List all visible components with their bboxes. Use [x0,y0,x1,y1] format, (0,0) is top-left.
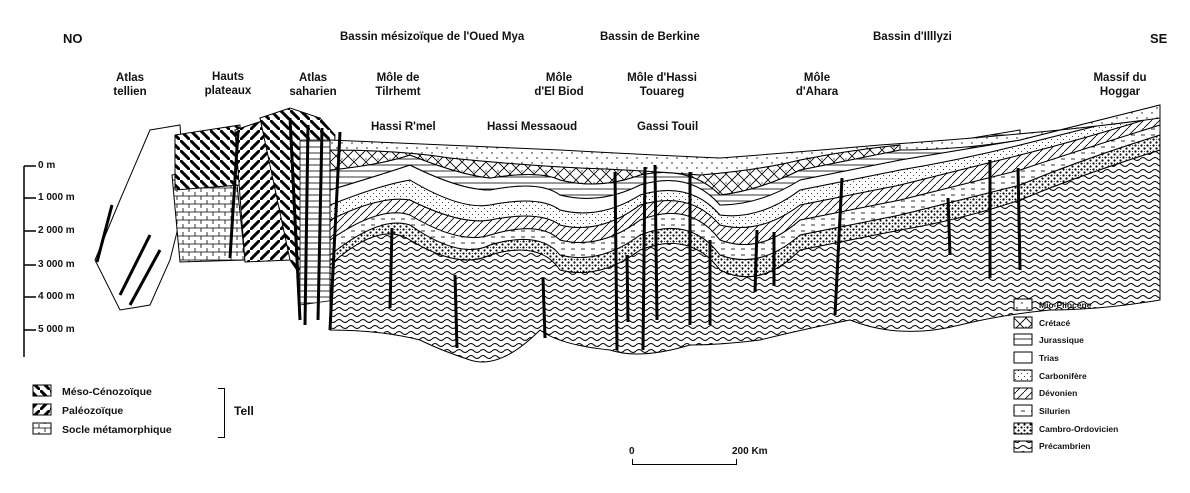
basin-label-berkine: Bassin de Berkine [600,31,700,43]
tell-bracket [218,388,225,438]
legend-label-devonien: Dévonien [1039,388,1078,399]
scale-label-start: 0 [629,446,635,457]
faults [95,117,1022,351]
field-label-gassi-touil: Gassi Touil [637,121,699,133]
corner-label-no: NO [63,31,83,46]
region-label-mole-tilrhemt: Môle de Tilrhemt [375,72,421,98]
basin-label-illizi: Bassin d'Illlyzi [873,31,952,43]
scale-label-end: 200 Km [732,446,768,457]
scale-bar-line [632,464,736,465]
tell-zone [94,107,336,311]
region-label-mole-el-biod: Môle d'El Biod [534,72,584,98]
basin-label-oued-mya: Bassin mésizoïque de l'Oued Mya [340,31,525,43]
depth-axis [23,165,36,357]
field-label-hassi-messaoud: Hassi Messaoud [487,121,578,133]
region-label-atlas-saharien: Atlas saharien [289,72,337,98]
legend-label-trias: Trias [1039,352,1059,363]
depth-label-0: 0 m [38,160,56,171]
depth-label-1000: 1 000 m [38,192,75,203]
tell-legend: Méso-Cénozoïque Paléozoïque Socle métamo… [32,382,172,439]
depth-label-5000: 5 000 m [38,324,75,335]
legend-label-cambro-ordovicien: Cambro-Ordovicien [1039,423,1119,434]
corner-label-se: SE [1150,31,1168,46]
region-label-atlas-tellien: Atlas tellien [113,72,147,98]
region-label-massif-hoggar: Massif du Hoggar [1093,72,1147,98]
strata [329,104,1161,363]
region-label-mole-ahara: Môle d'Ahara [795,72,839,98]
scale-tick-start [632,459,633,465]
stratigraphy-legend: Mio-Pliocène Crétacé Jurassique Trias Ca… [1014,296,1118,455]
legend-label-socle-metamorphique: Socle métamorphique [62,423,172,436]
depth-label-4000: 4 000 m [38,291,75,302]
legend-label-carbonifere: Carbonifère [1039,370,1087,381]
legend-label-cretace: Crétacé [1039,317,1071,328]
field-label-hassi-rmel: Hassi R'mel [371,121,436,133]
tell-group-label: Tell [234,404,254,418]
legend-label-paleozoique: Paléozoïque [62,404,124,417]
legend-label-jurassique: Jurassique [1039,335,1084,346]
scale-tick-end [736,459,737,465]
legend-label-silurien: Silurien [1039,405,1071,416]
region-label-hauts-plateaux: Hauts plateaux [204,71,252,97]
legend-label-precambrien: Précambrien [1039,441,1091,452]
region-label-mole-hassi-touareg: Môle d'Hassi Touareg [627,72,697,98]
legend-swatches [32,298,1033,453]
depth-label-3000: 3 000 m [38,259,75,270]
legend-label-mio-pliocene: Mio-Pliocène [1039,299,1092,310]
legend-label-meso-cenozoique: Méso-Cénozoïque [62,385,152,398]
depth-label-2000: 2 000 m [38,225,75,236]
